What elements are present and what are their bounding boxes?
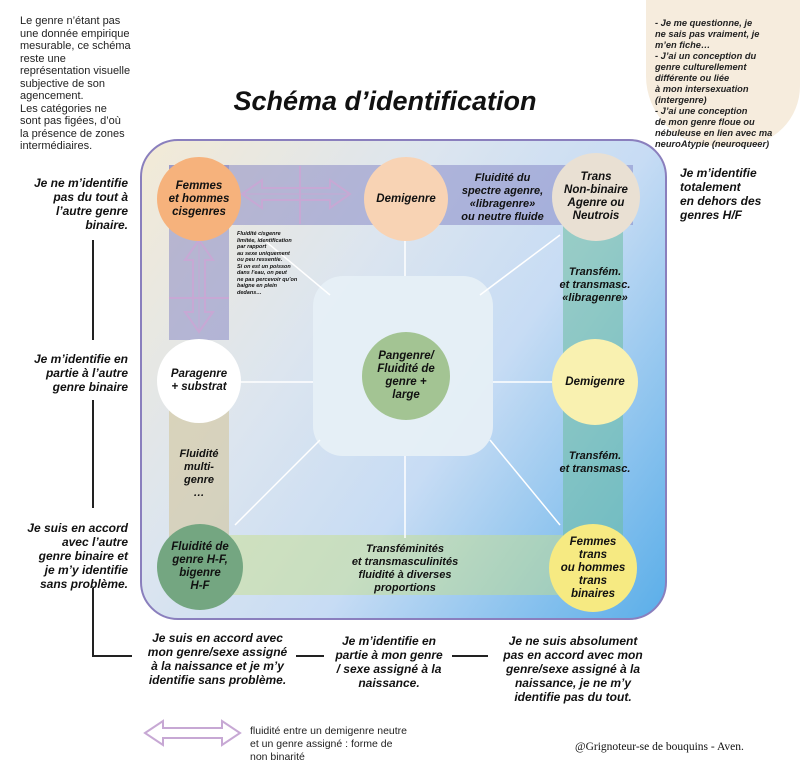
cis-fluidity-note: Fluidité cisgenre limitée, identificatio… [237,231,298,296]
circle-pangenre-label: Pangenre/ Fluidité de genre + large [377,350,435,401]
circle-demigenre-top: Demigenre [364,157,448,241]
circle-trans-binaires-label: Femmes trans ou hommes trans binaires [560,535,626,600]
circle-paragenre-label: Paragenre + substrat [170,368,228,393]
double-arrow-icon [169,238,229,334]
questioning-cloud-text: - Je me questionne, je ne sais pas vraim… [655,18,773,149]
legend-double-arrow-icon [143,719,242,747]
bottom-label-disagreement: Je ne suis absolument pas en accord avec… [503,634,643,704]
circle-pangenre: Pangenre/ Fluidité de genre + large [362,332,450,420]
circle-trans-nb: Trans Non-binaire Agenre ou Neutrois [552,153,640,241]
left-label-partial-identify: Je m’identifie en partie à l’autre genre… [33,352,128,394]
circle-trans-binaires: Femmes trans ou hommes trans binaires [549,524,637,612]
intro-paragraph: Le genre n’étant pas une donnée empiriqu… [20,15,131,152]
band-top-right-text: Fluidité du spectre agenre, «libragenre»… [461,172,544,223]
band-right-upper-text: Transfém. et transmasc. «libragenre» [559,266,631,304]
connector-top-right [479,234,561,296]
circle-cisgenres-label: Femmes et hommes cisgenres [168,179,230,218]
bottom-axis-line-right [452,655,488,657]
circle-fluidite-hf: Fluidité de genre H-F, bigenre H-F [157,524,243,610]
band-bottom-text: Transféminités et transmasculinités flui… [351,543,459,594]
connector-top-left [257,234,331,296]
circle-paragenre: Paragenre + substrat [157,339,241,423]
circle-fluidite-hf-label: Fluidité de genre H-F, bigenre H-F [171,541,229,592]
left-axis-line-lower [92,400,94,508]
band-right-lower-text: Transfém. et transmasc. [559,450,631,475]
left-axis-line-upper [92,240,94,340]
band-left-lower-text: Fluidité multi- genre … [179,448,219,499]
connector-bottom-right [489,439,561,526]
legend-text: fluidité entre un demigenre neutre et un… [250,725,408,763]
credit-text: @Grignoteur-se de bouquins - Aven. [575,741,744,753]
bottom-label-partial: Je m’identifie en partie à mon genre / s… [335,634,443,690]
left-label-full-agreement: Je suis en accord avec l’autre genre bin… [27,521,128,591]
circle-cisgenres: Femmes et hommes cisgenres [157,157,241,241]
connector-bottom-left [234,439,321,526]
circle-trans-nb-label: Trans Non-binaire Agenre ou Neutrois [564,171,628,222]
band-bottom [229,535,563,595]
circle-demigenre-right: Demigenre [552,339,638,425]
left-axis-line-bottom [92,588,94,657]
bottom-axis-line-mid [296,655,324,657]
left-label-not-identify: Je ne m’identifie pas du tout à l’autre … [33,176,128,232]
bottom-axis-line-left [92,655,132,657]
questioning-cloud [646,0,800,146]
right-label-outside-hf: Je m’identifie totalement en dehors des … [680,166,762,222]
circle-demigenre-top-label: Demigenre [376,192,436,205]
bottom-label-agreement: Je suis en accord avec mon genre/sexe as… [147,631,288,687]
diagram-title: Schéma d’identification [233,86,537,116]
circle-demigenre-right-label: Demigenre [565,375,625,388]
double-arrow-icon [240,166,352,224]
